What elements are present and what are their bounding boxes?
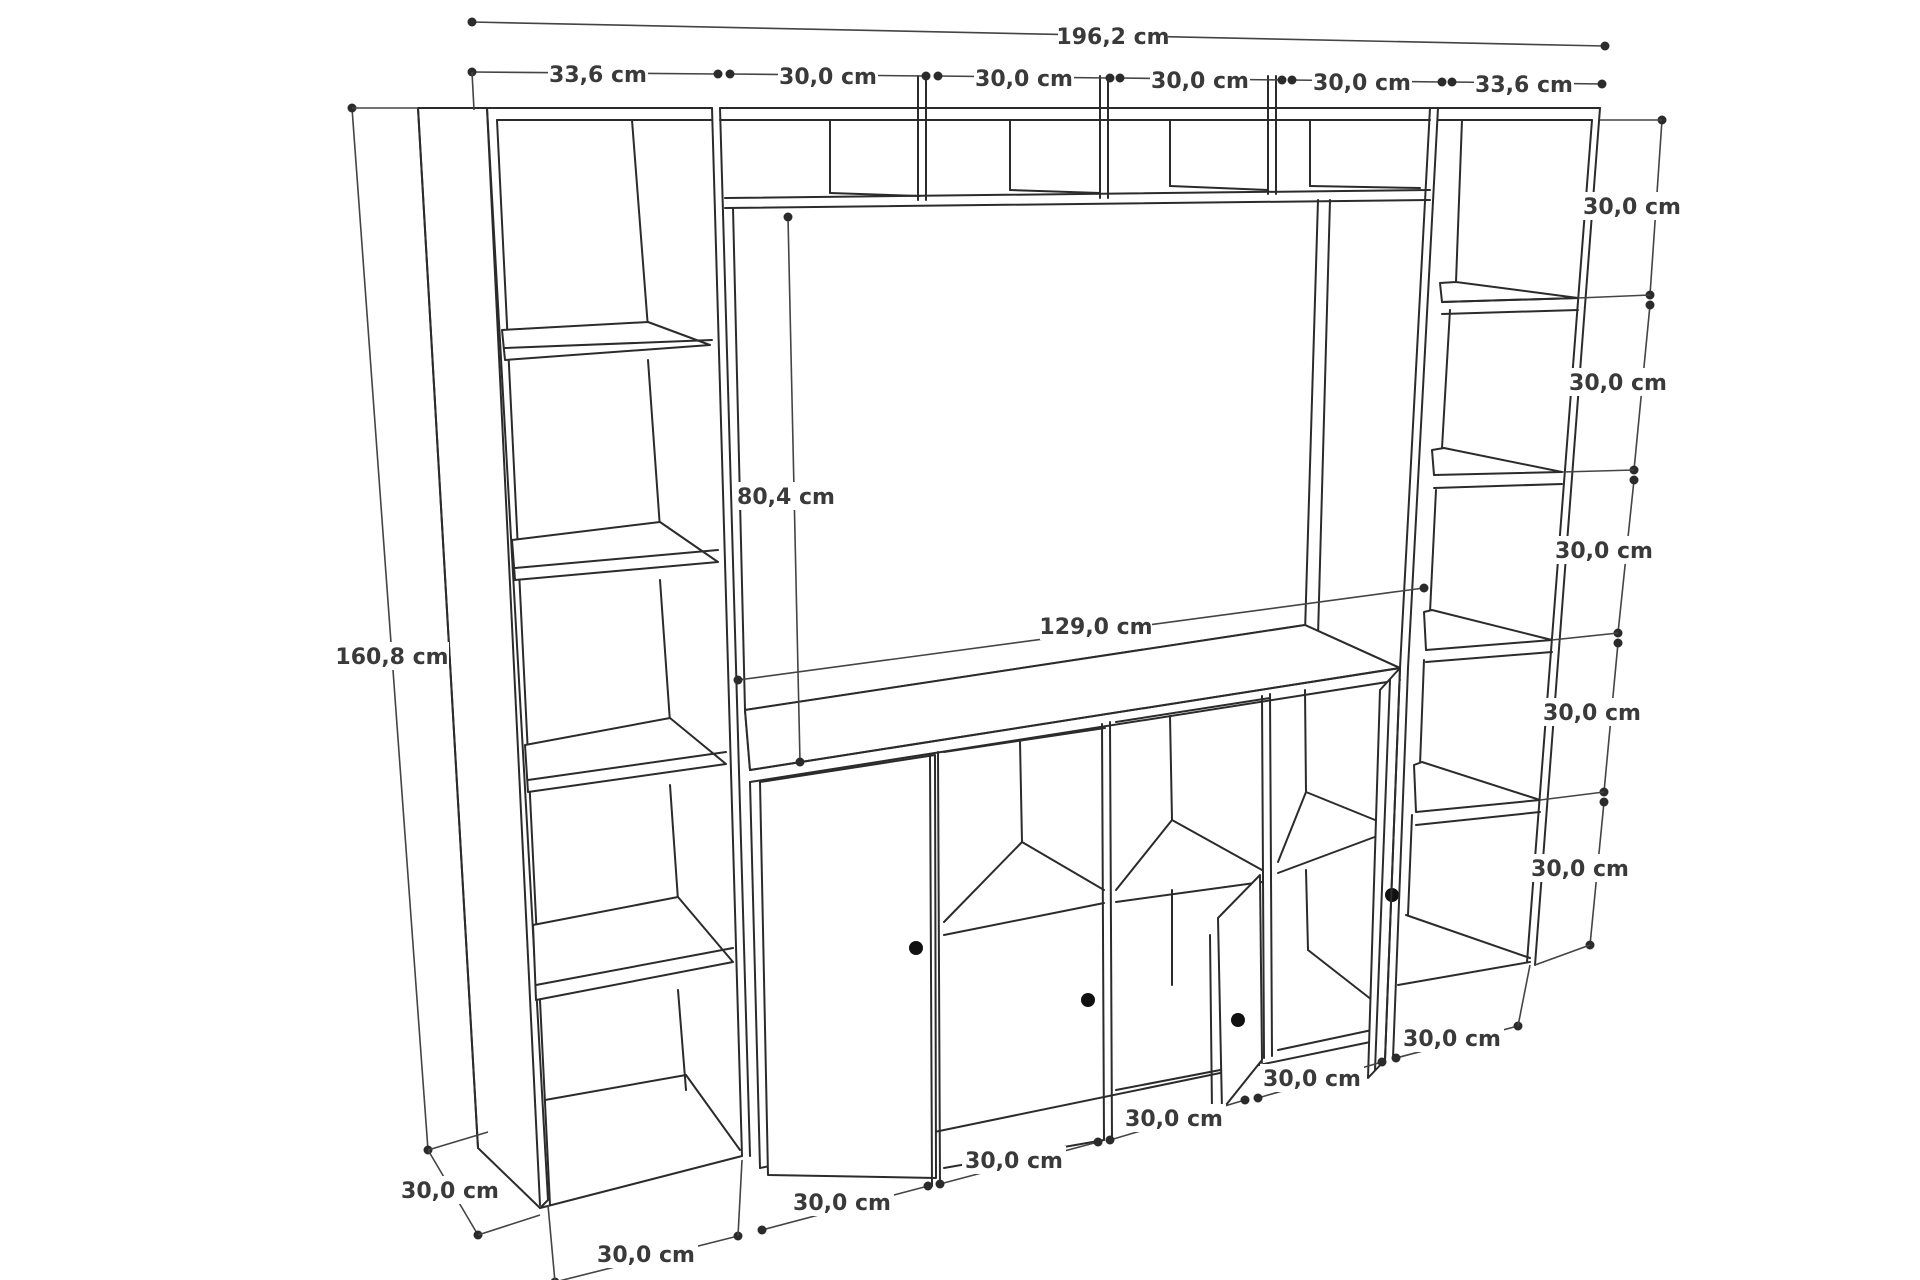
bottom-bay-4-label: 30,0 cm [1263,1067,1361,1092]
bottom-bay-3-label: 30,0 cm [1125,1107,1223,1132]
right-shelf-2 [1431,447,1563,476]
left-tower [417,107,751,1209]
door-knob-icon [1231,1013,1245,1027]
top-bay-4-label: 30,0 cm [1313,71,1411,96]
dimension-labels: 196,2 cm 33,6 cm 30,0 cm 30,0 cm 30,0 cm… [335,22,1684,1268]
bottom-bay-5-label: 30,0 cm [1403,1027,1501,1052]
top-right-module-label: 33,6 cm [1475,73,1573,98]
right-shelf-3 [1423,609,1553,651]
top-left-module-label: 33,6 cm [549,63,647,88]
total-height-label: 160,8 cm [335,645,448,670]
right-shelf-2-label: 30,0 cm [1569,371,1667,396]
right-shelf-3-label: 30,0 cm [1555,539,1653,564]
counter-top [744,624,1401,771]
top-bay-3-label: 30,0 cm [1151,69,1249,94]
left-shelf-1 [501,321,711,361]
right-shelf-1-label: 30,0 cm [1583,195,1681,220]
top-bay-1-label: 30,0 cm [779,65,877,90]
door-knob-icon [1081,993,1095,1007]
cabinet-door-left [759,754,937,1179]
right-tower [1384,107,1601,1061]
right-shelf-5-label: 30,0 cm [1531,857,1629,882]
cabinet-door-open-1 [1217,874,1263,1111]
furniture [417,75,1601,1209]
tv-opening-width-label: 129,0 cm [1039,615,1152,640]
bottom-bay-1-label: 30,0 cm [793,1191,891,1216]
top-cubbies [719,75,1431,209]
bottom-left-module-label: 30,0 cm [597,1243,695,1268]
left-shelf-2 [511,521,719,581]
depth-label: 30,0 cm [401,1179,499,1204]
tv-opening-height-label: 80,4 cm [737,485,835,510]
left-shelf-4 [532,896,734,1001]
left-shelf-3 [524,717,727,793]
top-bay-2-label: 30,0 cm [975,67,1073,92]
right-shelf-4 [1413,761,1541,813]
bottom-bay-2-label: 30,0 cm [965,1149,1063,1174]
right-shelf-4-label: 30,0 cm [1543,701,1641,726]
door-knob-icon [909,941,923,955]
total-width-label: 196,2 cm [1056,25,1169,50]
lower-cabinet [744,624,1401,1187]
